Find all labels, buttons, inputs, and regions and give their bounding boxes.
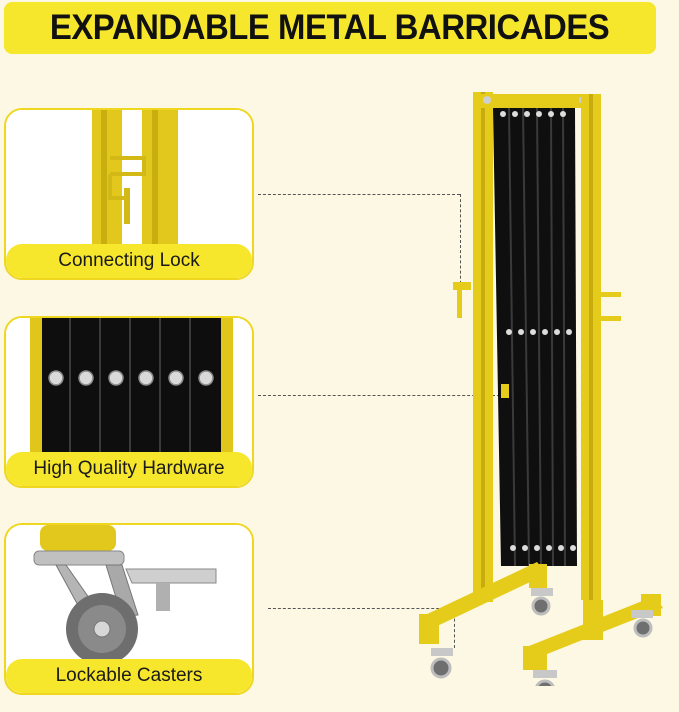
feature-label: High Quality Hardware: [6, 452, 252, 486]
leader-line-lock-drop: [460, 194, 461, 294]
feature-card-hardware: High Quality Hardware: [4, 316, 254, 488]
leader-line-hardware: [258, 395, 500, 396]
page-title: EXPANDABLE METAL BARRICADES: [50, 8, 610, 47]
feature-label: Connecting Lock: [6, 244, 252, 278]
leader-line-casters-drop: [454, 608, 455, 648]
caster-photo: [6, 525, 252, 660]
feature-card-casters: Lockable Casters: [4, 523, 254, 695]
feature-label: Lockable Casters: [6, 659, 252, 693]
leader-line-lock: [258, 194, 460, 195]
barricade-product-image: [419, 92, 663, 686]
feature-card-connecting-lock: Connecting Lock: [4, 108, 254, 280]
leader-line-casters: [268, 608, 454, 609]
hardware-photo: [6, 318, 252, 453]
title-banner: EXPANDABLE METAL BARRICADES: [4, 2, 656, 54]
connecting-lock-photo: [6, 110, 252, 245]
